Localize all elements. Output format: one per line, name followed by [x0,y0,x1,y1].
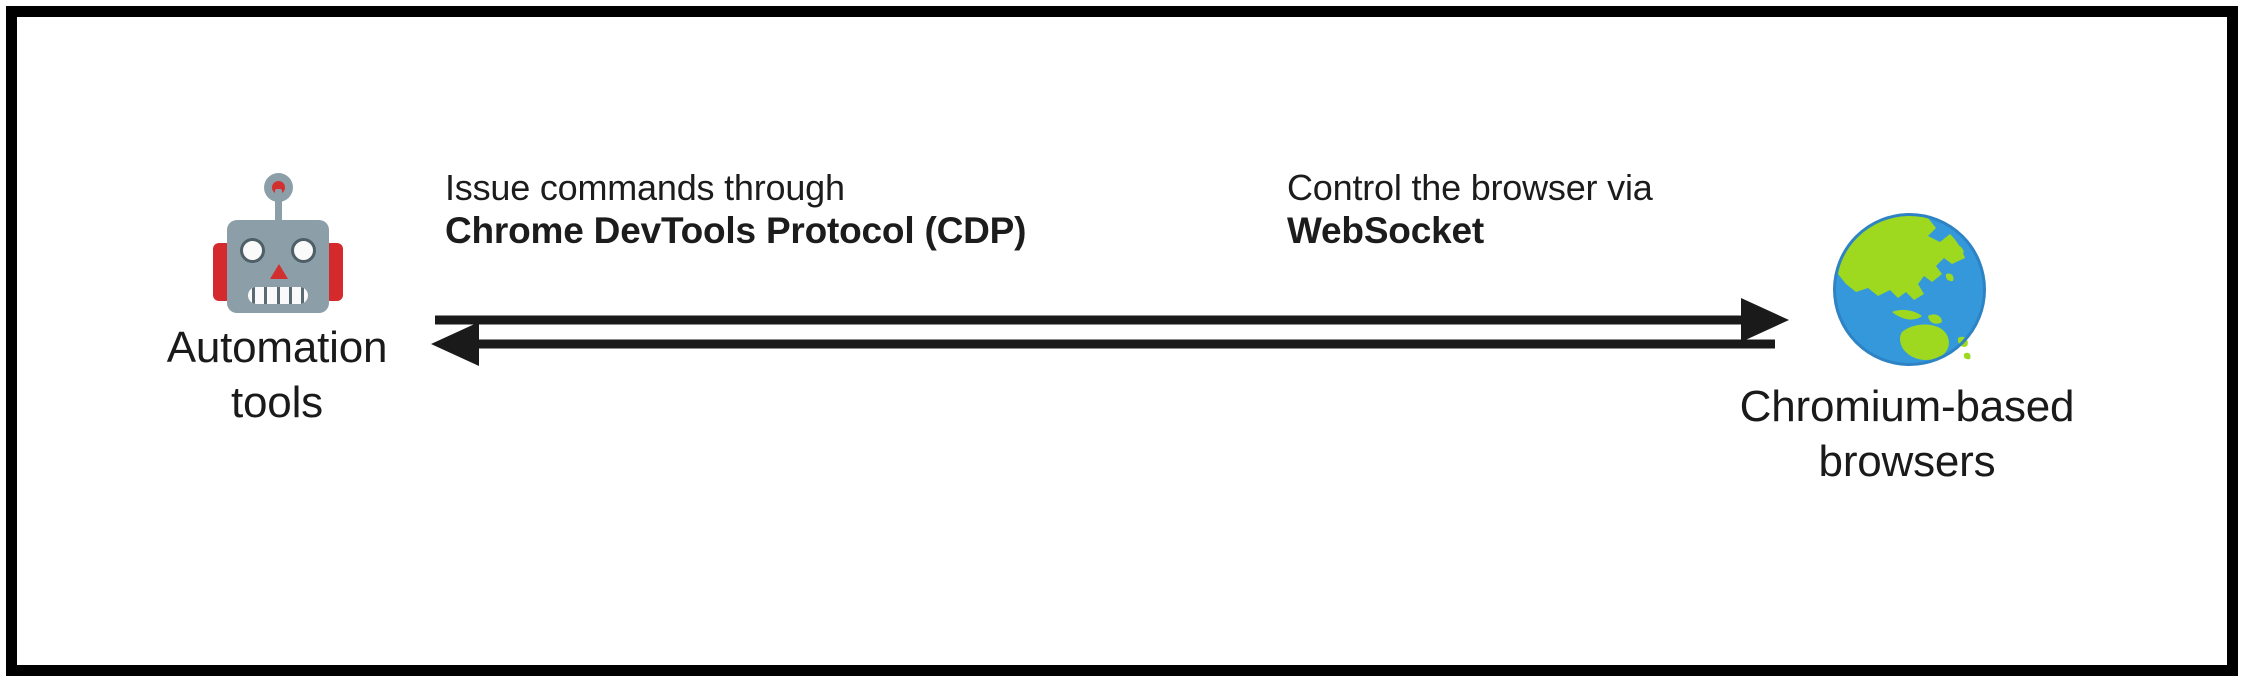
node-label-line2: tools [231,378,323,427]
node-label-automation-tools: Automation tools [117,320,437,430]
edge-label-cdp: Issue commands through Chrome DevTools P… [445,167,1026,253]
robot-eye-right [291,238,316,263]
diagram-frame: Automation tools [6,6,2238,676]
robot-nose [270,264,288,279]
robot-eye-left [240,238,265,263]
node-label-line2: browsers [1818,437,1996,486]
arrow-left-to-right [435,298,1789,342]
robot-mouth-bar [252,287,255,304]
robot-antenna-stick [275,189,282,227]
robot-mouth-bar [301,287,304,304]
arrow-connectors [431,298,1789,366]
node-label-line1: Chromium-based [1739,382,2075,431]
edge-label-websocket-line2: WebSocket [1287,210,1484,251]
edge-label-cdp-line2: Chrome DevTools Protocol (CDP) [445,210,1027,251]
node-chromium-browsers[interactable]: Chromium-based browsers [1657,212,2157,486]
node-label-chromium-browsers: Chromium-based browsers [1657,379,2157,489]
node-automation-tools[interactable]: Automation tools [117,157,437,427]
globe-icon [1833,213,1986,366]
robot-mouth-bar [288,287,292,304]
edge-label-websocket: Control the browser via WebSocket [1287,167,1653,253]
robot-mouth [248,287,308,304]
robot-mouth-bar [276,287,280,304]
node-label-line1: Automation [166,323,388,372]
robot-icon [213,157,343,317]
diagram-canvas: Automation tools [17,17,2227,665]
robot-mouth-bar [264,287,268,304]
robot-head [227,220,329,313]
arrow-right-to-left [431,322,1775,366]
edge-label-websocket-line1: Control the browser via [1287,167,1653,208]
edge-label-cdp-line1: Issue commands through [445,167,845,208]
